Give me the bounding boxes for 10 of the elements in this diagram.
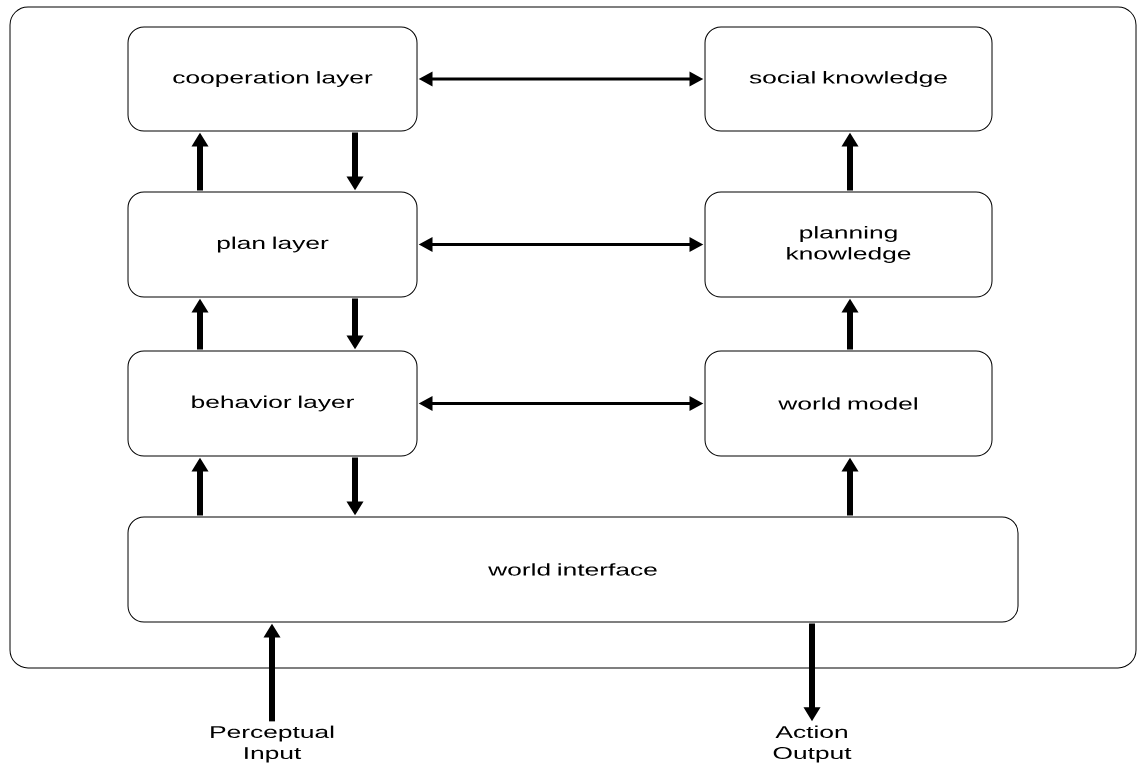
process-box: world interface: [127, 516, 1019, 623]
process-box: plan layer: [127, 191, 418, 298]
process-box: social knowledge: [704, 26, 993, 132]
text-label: Action Output: [773, 725, 852, 763]
process-box: world model: [704, 350, 993, 457]
process-box: cooperation layer: [127, 26, 418, 132]
frame-box: [9, 6, 1137, 669]
text-label: Perceptual Input: [211, 725, 334, 763]
process-box: behavior layer: [127, 350, 418, 457]
process-box: planning knowledge: [704, 191, 993, 298]
